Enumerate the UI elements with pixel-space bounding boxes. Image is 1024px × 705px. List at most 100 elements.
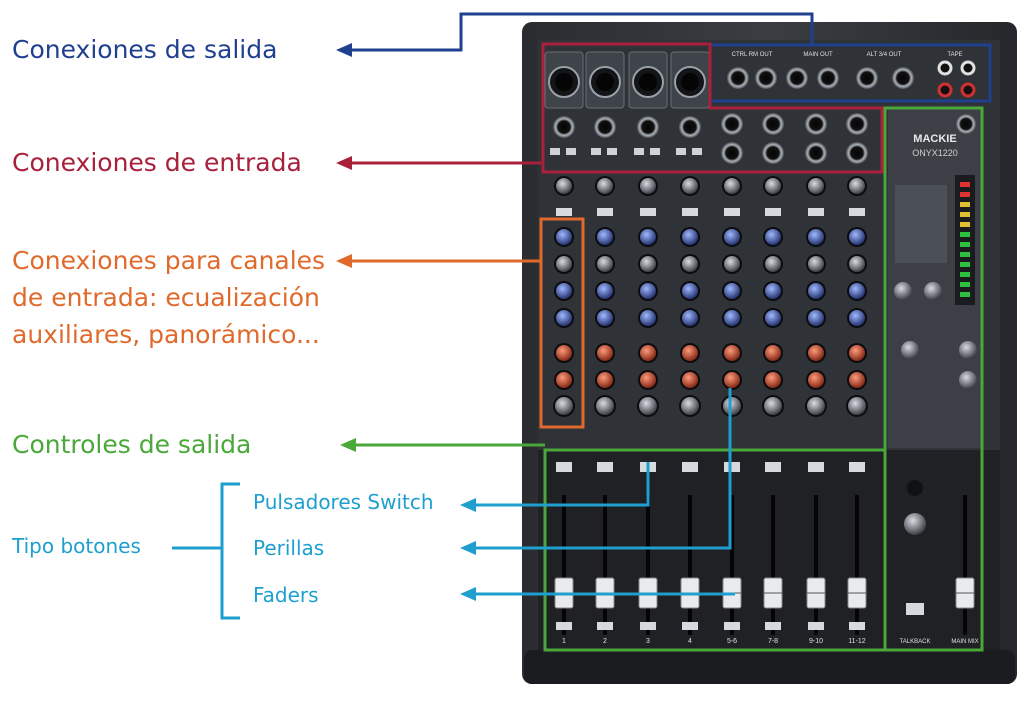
xlr-core xyxy=(681,73,699,91)
knob xyxy=(682,256,698,272)
knob xyxy=(556,178,572,194)
solo-button xyxy=(808,622,824,630)
knob xyxy=(849,178,865,194)
knob xyxy=(808,283,824,299)
knob xyxy=(597,283,613,299)
channel-number-label: 9-10 xyxy=(809,638,823,645)
knob xyxy=(682,372,698,388)
knob xyxy=(808,310,824,326)
rca-jack xyxy=(960,60,976,76)
master-knob xyxy=(894,282,912,300)
knob xyxy=(765,256,781,272)
knob xyxy=(765,283,781,299)
xlr-core xyxy=(555,73,573,91)
fader-track xyxy=(730,495,734,635)
channel-button xyxy=(640,208,656,216)
knob xyxy=(724,178,740,194)
main-mix-label: MAIN MIX xyxy=(951,639,978,645)
switch-button xyxy=(634,148,644,155)
channel-number-label: 7-8 xyxy=(768,638,778,645)
label-canales-line2: de entrada: ecualización xyxy=(12,283,320,312)
master-knob xyxy=(959,341,977,359)
arrow-salida-head xyxy=(336,43,352,57)
solo-button xyxy=(597,622,613,630)
meter-led xyxy=(960,182,970,187)
knob xyxy=(849,229,865,245)
knob xyxy=(640,310,656,326)
meter-led xyxy=(960,262,970,267)
knob xyxy=(765,310,781,326)
knob xyxy=(597,178,613,194)
knob xyxy=(808,345,824,361)
knob xyxy=(723,397,741,415)
master-knob xyxy=(959,371,977,389)
knob xyxy=(597,229,613,245)
knob xyxy=(640,178,656,194)
bracket-tipo xyxy=(220,482,240,620)
label-pulsadores-switch: Pulsadores Switch xyxy=(253,490,434,514)
fader-track xyxy=(855,495,859,635)
talkback-label: TALKBACK xyxy=(900,639,931,645)
knob xyxy=(849,256,865,272)
knob xyxy=(556,345,572,361)
rca-jack xyxy=(937,82,953,98)
mixer-fader-panel xyxy=(538,450,1000,650)
fader-track xyxy=(814,495,818,635)
arrow-canales-head xyxy=(336,254,352,268)
knob xyxy=(556,229,572,245)
mute-button xyxy=(724,462,740,472)
channel-number-label: 2 xyxy=(603,638,607,645)
solo-button xyxy=(556,622,572,630)
fader-track xyxy=(963,495,967,635)
fader-track xyxy=(771,495,775,635)
solo-button xyxy=(724,622,740,630)
knob xyxy=(724,283,740,299)
switch-button xyxy=(550,148,560,155)
solo-button xyxy=(640,622,656,630)
label-tipo-botones: Tipo botones xyxy=(12,534,141,558)
solo-button xyxy=(849,622,865,630)
mute-button xyxy=(682,462,698,472)
box-fader-strip xyxy=(543,448,887,652)
channel-button xyxy=(556,208,572,216)
model-label: ONYX1220 xyxy=(912,148,958,158)
box-entrada xyxy=(541,42,884,174)
line-jack xyxy=(846,113,868,135)
fader-track xyxy=(603,495,607,635)
line-jack xyxy=(721,113,743,135)
knob xyxy=(849,345,865,361)
channel-knobs xyxy=(553,176,868,417)
knob xyxy=(597,310,613,326)
output-jack xyxy=(755,67,777,89)
meter-led xyxy=(960,272,970,277)
channel-number-label: 5-6 xyxy=(727,638,737,645)
monitor-panel xyxy=(895,185,947,263)
knob xyxy=(682,310,698,326)
knob xyxy=(597,256,613,272)
switch-button xyxy=(591,148,601,155)
mixer-base xyxy=(524,650,1015,684)
knob xyxy=(848,397,866,415)
knob xyxy=(556,310,572,326)
mute-button xyxy=(597,462,613,472)
meter-led xyxy=(960,282,970,287)
knob xyxy=(724,256,740,272)
knob xyxy=(640,256,656,272)
knob xyxy=(807,397,825,415)
line-jack xyxy=(762,142,784,164)
output-jack xyxy=(892,67,914,89)
meter-led xyxy=(960,232,970,237)
arrow-switch-head xyxy=(460,498,476,512)
fader-track xyxy=(688,495,692,635)
arrow-perillas-head xyxy=(460,541,476,555)
meter-led xyxy=(960,292,970,297)
talkback-knob xyxy=(904,513,926,535)
jack-label-main-out: MAIN OUT xyxy=(803,52,833,58)
channel-button xyxy=(765,208,781,216)
switch-button xyxy=(650,148,660,155)
line-jack xyxy=(805,113,827,135)
line-jack xyxy=(553,116,575,138)
arrow-switch-line xyxy=(472,462,650,507)
arrow-faders-head xyxy=(460,587,476,601)
